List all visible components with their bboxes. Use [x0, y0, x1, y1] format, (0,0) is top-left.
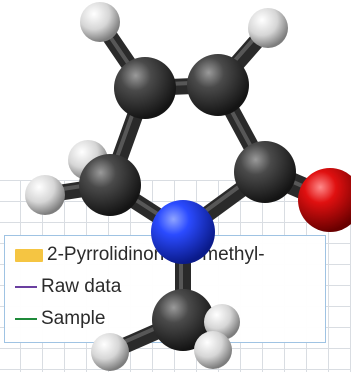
- bond-highlight: [96, 17, 145, 87]
- bond-highlight: [84, 155, 110, 184]
- hydrogen-atom: [68, 140, 108, 180]
- hydrogen-atom: [248, 8, 288, 48]
- legend-item-compound: 2-Pyrrolidinone, 1-methyl-: [15, 243, 265, 267]
- bond-highlight: [106, 83, 145, 184]
- carbon-atom: [187, 54, 249, 116]
- bond-c4-h1: [92, 14, 153, 96]
- bond-highlight: [214, 80, 265, 171]
- legend-line-sample: [15, 318, 37, 320]
- bond-c3-h2: [210, 20, 276, 93]
- legend-swatch-compound: [15, 248, 43, 262]
- legend-item-sample: Sample: [15, 307, 105, 331]
- legend-item-raw-data: Raw data: [15, 275, 121, 299]
- bond-highlight: [141, 80, 218, 87]
- bond-c3-c2: [210, 77, 273, 180]
- carbon-atom: [114, 57, 176, 119]
- bond-c4-c5: [102, 80, 153, 193]
- legend-box: 2-Pyrrolidinone, 1-methyl- Raw data Samp…: [4, 235, 326, 343]
- bond-highlight: [214, 23, 268, 84]
- legend-label-sample: Sample: [41, 308, 106, 329]
- bond-c4-c3: [137, 77, 226, 96]
- legend-line-raw-data: [15, 286, 37, 288]
- legend-label-compound: 2-Pyrrolidinone, 1-methyl-: [47, 244, 265, 265]
- legend-label-raw-data: Raw data: [41, 276, 122, 297]
- hydrogen-atom: [80, 2, 120, 42]
